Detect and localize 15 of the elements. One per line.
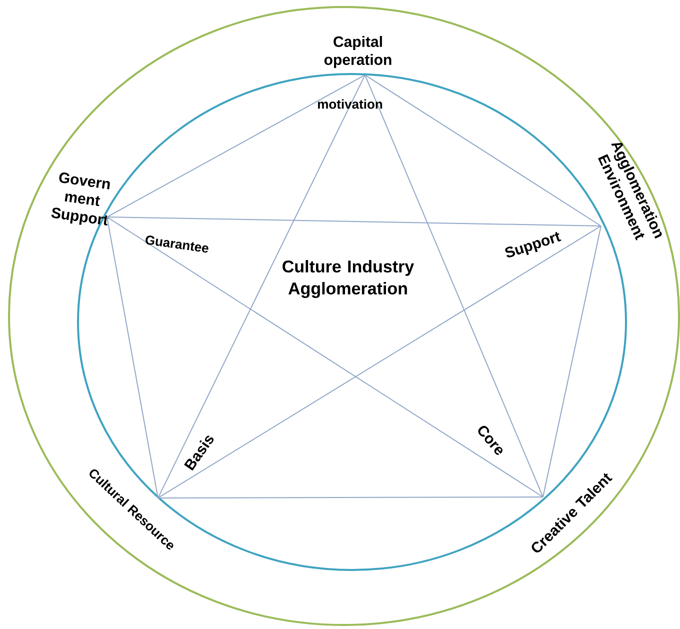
line bbox=[106, 74, 366, 218]
line bbox=[364, 74, 602, 226]
line bbox=[158, 496, 544, 498]
line bbox=[542, 226, 602, 498]
line bbox=[106, 216, 602, 226]
line bbox=[364, 74, 544, 498]
text-label: Culture Industry Agglomeration bbox=[282, 260, 414, 298]
text-label: Guarantee bbox=[146, 236, 208, 253]
line bbox=[158, 226, 602, 498]
text-label: motivation bbox=[318, 99, 382, 109]
line bbox=[158, 74, 366, 498]
line bbox=[106, 216, 544, 498]
vertex-label: Capital operation bbox=[324, 36, 392, 68]
line bbox=[106, 216, 158, 498]
vertex-label: Govern ment Support bbox=[51, 172, 110, 226]
